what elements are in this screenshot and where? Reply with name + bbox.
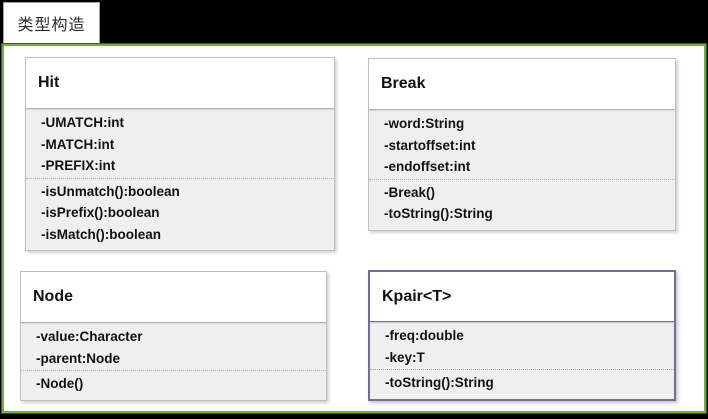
class-attributes: -UMATCH:int -MATCH:int -PREFIX:int — [26, 109, 334, 179]
method: -toString():String — [384, 206, 493, 221]
class-methods: -isUnmatch():boolean -isPrefix():boolean… — [26, 178, 334, 250]
diagram-panel: Hit -UMATCH:int -MATCH:int -PREFIX:int -… — [1, 43, 707, 414]
method: -isPrefix():boolean — [41, 205, 160, 220]
attribute: -value:Character — [36, 329, 143, 344]
tab-label: 类型构造 — [17, 17, 86, 34]
class-attributes: -value:Character -parent:Node — [21, 323, 326, 371]
class-attributes: -word:String -startoffset:int -endoffset… — [369, 110, 675, 180]
class-title: Node — [21, 272, 326, 323]
attribute: -startoffset:int — [384, 137, 476, 153]
attribute: -parent:Node — [36, 350, 120, 366]
class-box-hit: Hit -UMATCH:int -MATCH:int -PREFIX:int -… — [25, 57, 335, 251]
method: -toString():String — [385, 375, 494, 390]
class-attributes: -freq:double -key:T — [370, 322, 674, 370]
attribute: -key:T — [385, 349, 425, 365]
attribute: -endoffset:int — [384, 159, 471, 174]
attribute: -UMATCH:int — [41, 115, 124, 130]
class-box-node: Node -value:Character -parent:Node -Node… — [20, 271, 327, 401]
class-methods: -Break() -toString():String — [369, 179, 675, 230]
class-box-break: Break -word:String -startoffset:int -end… — [368, 58, 676, 231]
class-title: Hit — [26, 58, 334, 109]
method: -Break() — [384, 184, 436, 200]
attribute: -word:String — [384, 116, 465, 131]
method: -Node() — [36, 376, 84, 391]
class-methods: -Node() — [21, 371, 326, 400]
class-title: Kpair<T> — [370, 272, 674, 322]
class-methods: -toString():String — [370, 370, 674, 399]
class-title: Break — [369, 59, 675, 110]
class-box-kpair: Kpair<T> -freq:double -key:T -toString()… — [368, 270, 676, 401]
attribute: -freq:double — [385, 328, 464, 343]
method: -isMatch():boolean — [41, 226, 161, 242]
tab-type-construction[interactable]: 类型构造 — [3, 2, 100, 43]
method: -isUnmatch():boolean — [41, 183, 180, 199]
attribute: -PREFIX:int — [41, 158, 116, 173]
attribute: -MATCH:int — [41, 136, 115, 152]
